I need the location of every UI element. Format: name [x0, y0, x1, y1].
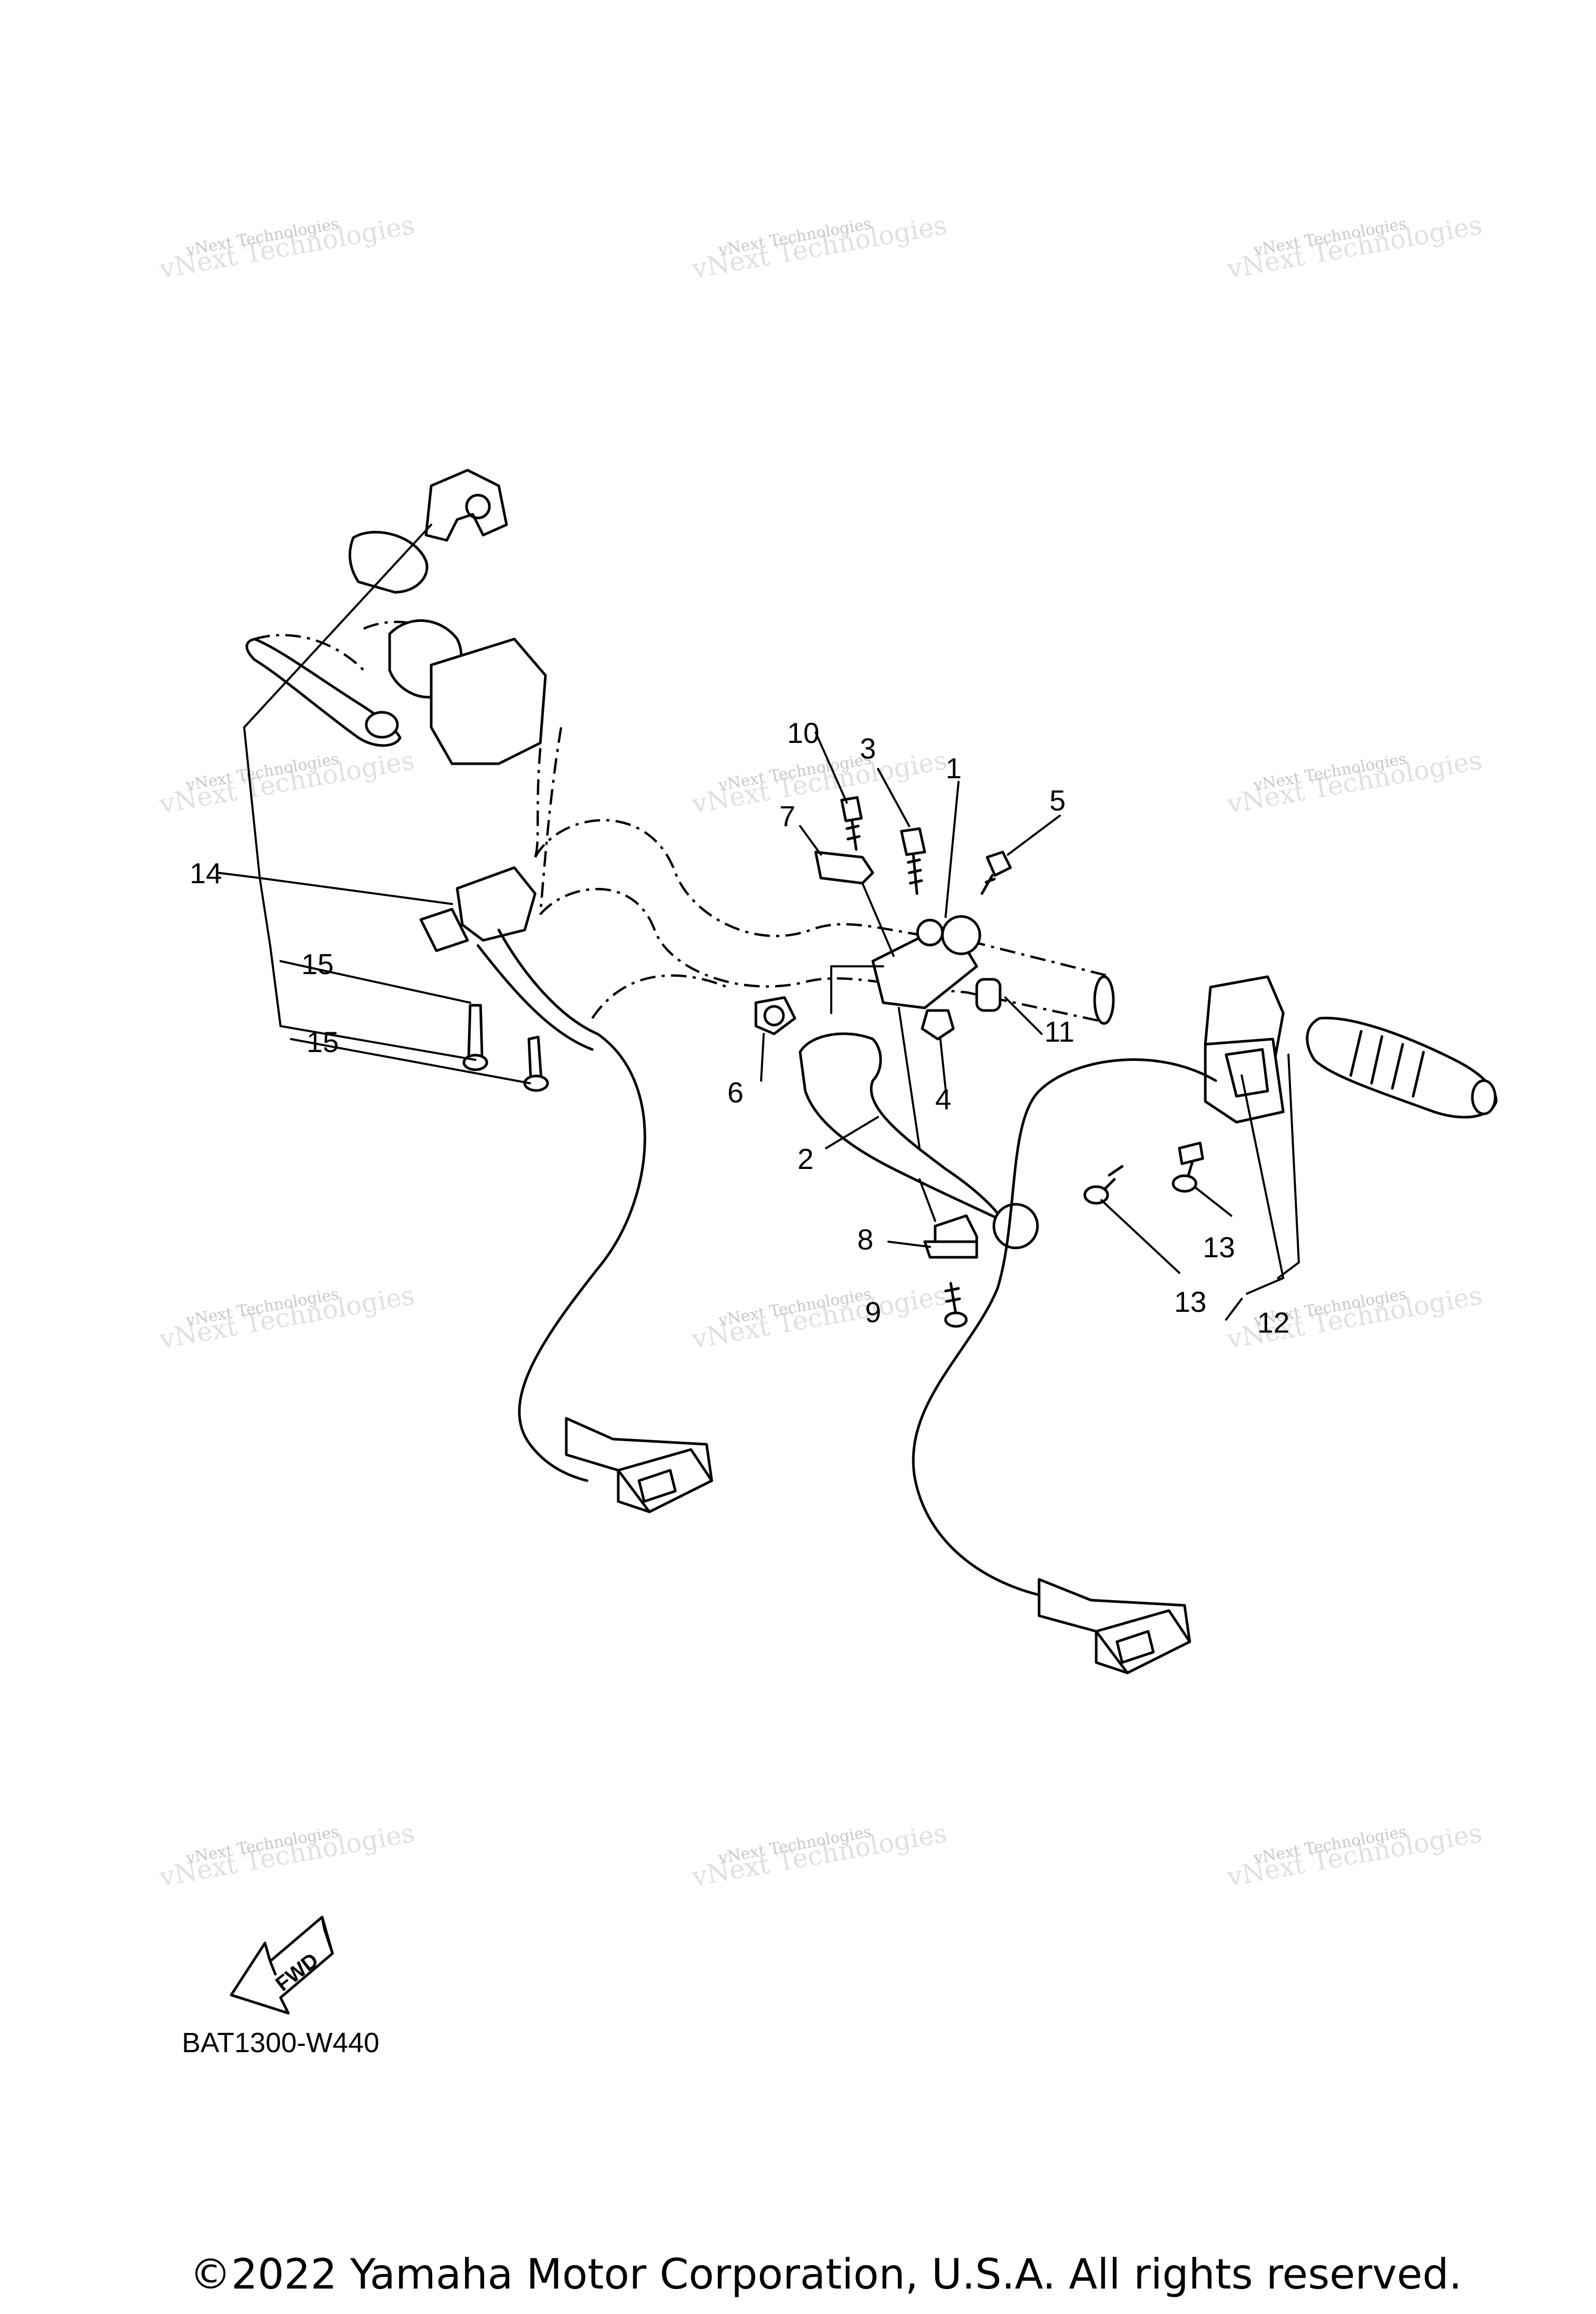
- callout-12: 12: [1257, 1306, 1289, 1339]
- callout-14: 14: [190, 857, 222, 889]
- copyright-notice: ©2022 Yamaha Motor Corporation, U.S.A. A…: [190, 2250, 1462, 2298]
- fwd-arrow-icon: FWD: [230, 1916, 334, 2015]
- callout-2: 2: [797, 1142, 814, 1175]
- callout-8: 8: [857, 1223, 873, 1256]
- left-assembly: [245, 469, 713, 1513]
- callout-3: 3: [860, 732, 876, 765]
- handlebar: [254, 530, 1498, 1119]
- callout-13-upper: 13: [1203, 1231, 1235, 1264]
- leader-lines: [217, 524, 1300, 1321]
- callout-10: 10: [787, 716, 819, 749]
- callout-9: 9: [865, 1296, 881, 1328]
- callout-13-lower: 13: [1174, 1285, 1206, 1318]
- callout-5: 5: [1049, 784, 1066, 817]
- brake-assembly: [754, 796, 1039, 1328]
- callout-7: 7: [779, 800, 795, 832]
- callout-numbers: 1 2 3 4 5 6 7 8 9 10 11 12 13 13 14 15 1…: [190, 716, 1289, 1339]
- callout-11: 11: [1044, 1015, 1074, 1048]
- right-switch-assembly: [912, 975, 1285, 1674]
- callout-6: 6: [727, 1076, 743, 1109]
- diagram-code: BAT1300-W440: [182, 2027, 379, 2058]
- callout-4: 4: [935, 1083, 951, 1115]
- callout-15-lower: 15: [307, 1026, 339, 1058]
- callout-15-upper: 15: [301, 948, 334, 980]
- callout-1: 1: [946, 752, 962, 784]
